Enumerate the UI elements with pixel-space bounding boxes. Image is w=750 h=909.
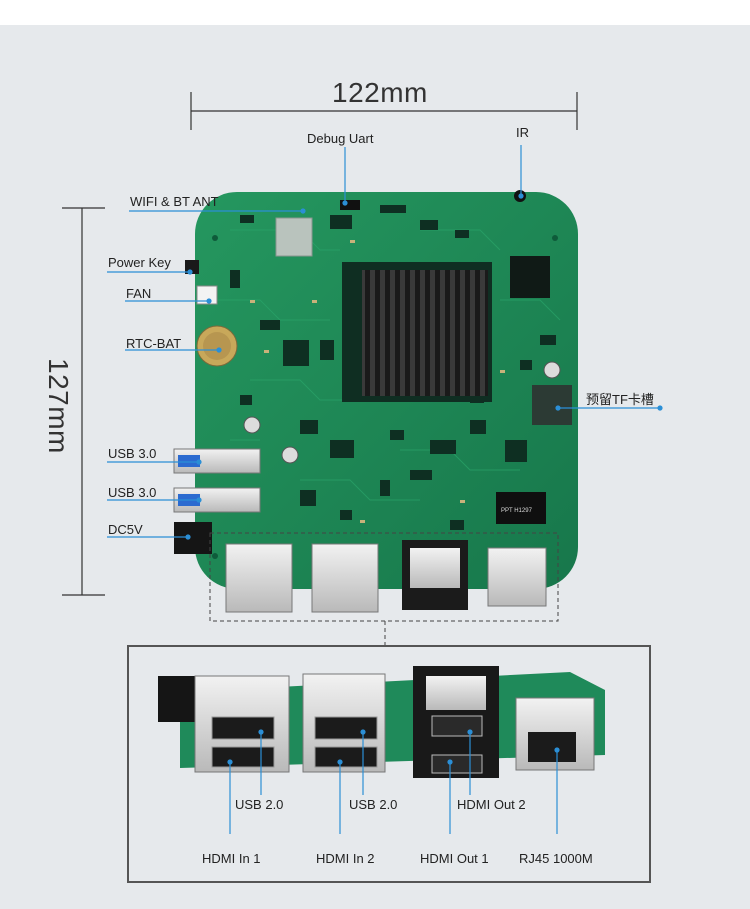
label-hdmi-out1: HDMI Out 1 [420, 851, 489, 866]
ports-selection-box [209, 532, 559, 622]
label-ir: IR [516, 125, 529, 140]
label-tf-slot: 预留TF卡槽 [586, 392, 654, 407]
width-dimension-line [190, 92, 578, 130]
label-fan: FAN [126, 286, 152, 301]
label-debug-uart: Debug Uart [307, 131, 374, 146]
label-power-key: Power Key [108, 255, 171, 270]
label-rj45: RJ45 1000M [519, 851, 593, 866]
label-rtc-bat: RTC-BAT [126, 336, 182, 351]
label-usb2-a: USB 2.0 [235, 797, 284, 812]
height-dimension-line [62, 207, 105, 596]
label-dc5v: DC5V [108, 522, 143, 537]
width-dimension-label: 122mm [332, 77, 428, 108]
height-dimension-label: 127mm [43, 358, 74, 454]
label-hdmi-in1: HDMI In 1 [202, 851, 261, 866]
label-usb3-b: USB 3.0 [108, 485, 157, 500]
label-usb2-b: USB 2.0 [349, 797, 398, 812]
pcb-board: PPT H1297 [173, 190, 578, 613]
label-usb3-a: USB 3.0 [108, 446, 157, 461]
transformer-chip-label: PPT H1297 [501, 508, 533, 514]
label-wifi-bt-ant: WIFI & BT ANT [130, 194, 219, 209]
leader-lines [107, 145, 663, 540]
port-leader-lines [227, 729, 560, 834]
label-hdmi-in2: HDMI In 2 [316, 851, 375, 866]
ports-detail-photo [158, 666, 605, 778]
label-hdmi-out2: HDMI Out 2 [457, 797, 526, 812]
